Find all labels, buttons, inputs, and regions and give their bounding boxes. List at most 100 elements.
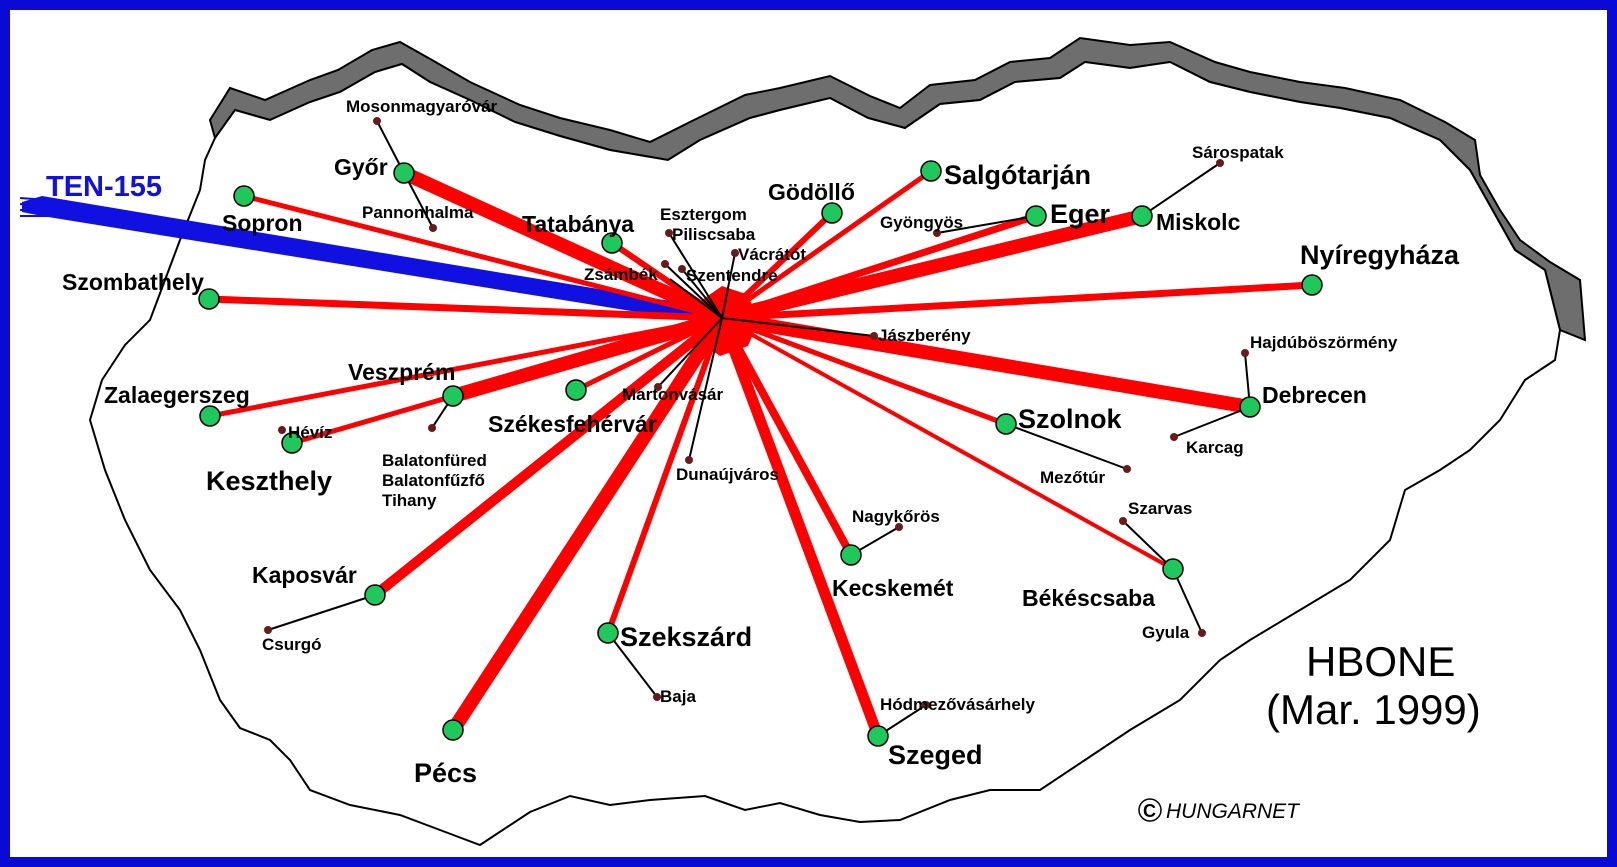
major-nodes <box>198 160 1323 747</box>
node-mosonmagyarovar <box>373 117 381 125</box>
node-veszprem <box>442 385 464 407</box>
label-csurgo: Csurgó <box>262 635 322 654</box>
link-keszthely <box>291 315 723 446</box>
label-balatonfuzfo: Balatonfűzfő <box>382 471 485 490</box>
label-mezotur: Mezőtúr <box>1040 468 1106 487</box>
node-miskolc <box>1131 205 1153 227</box>
label-gyor: Győr <box>334 154 388 180</box>
label-szarvas: Szarvas <box>1128 499 1192 518</box>
node-vacratot <box>731 249 739 257</box>
label-salgotarjan: Salgótarján <box>944 160 1091 190</box>
label-jaszbereny: Jászberény <box>878 326 971 345</box>
label-bekescsaba: Békéscsaba <box>1022 585 1155 611</box>
label-heviz: Hévíz <box>288 423 332 442</box>
link-szolnok <box>721 315 1007 427</box>
node-kecskemet <box>840 544 862 566</box>
node-szekesfehervar <box>565 379 587 401</box>
node-piliscsaba <box>665 229 673 237</box>
copyright-symbol: C <box>1143 801 1156 821</box>
node-sopron <box>233 185 255 207</box>
node-zalaegerszeg <box>199 405 221 427</box>
ten-155-link-fringe <box>19 197 49 217</box>
backbone-links <box>208 166 1313 738</box>
node-pecs <box>442 719 464 741</box>
link-zalaegerszeg <box>209 315 723 419</box>
node-debrecen <box>1239 396 1261 418</box>
label-balatonfured: Balatonfüred <box>382 451 487 470</box>
node-heviz <box>278 426 286 434</box>
node-bekescsaba <box>1162 558 1184 580</box>
label-baja: Baja <box>660 687 696 706</box>
node-hajduboszormeny <box>1241 349 1249 357</box>
label-eger: Eger <box>1050 199 1111 229</box>
label-keszthely: Keszthely <box>206 466 332 496</box>
copyright-icon <box>1138 798 1162 822</box>
ten-155-link <box>22 196 700 322</box>
node-nyiregyhaza <box>1301 274 1323 296</box>
label-hodmezovasarhely: Hódmezővásárhely <box>880 695 1035 714</box>
label-tatabanya: Tatabánya <box>522 211 634 237</box>
label-szeged: Szeged <box>888 740 983 770</box>
label-zsambek: Zsámbék <box>584 265 658 284</box>
label-dunaujvaros: Dunaújváros <box>676 465 779 484</box>
node-mezotur <box>1123 465 1131 473</box>
node-dunaujvaros <box>685 456 693 464</box>
label-szekszard: Szekszárd <box>620 622 752 652</box>
label-pecs: Pécs <box>414 758 477 788</box>
label-kecskemet: Kecskemét <box>832 575 954 601</box>
hbone-network-map: TEN-155 Mosonmagyaróvár Győr Pannonhalma… <box>19 36 1587 847</box>
node-szentendre <box>678 265 686 273</box>
node-kaposvar <box>364 584 386 606</box>
map-title-line1: HBONE <box>1306 638 1455 685</box>
label-gyula: Gyula <box>1142 623 1190 642</box>
node-balatonfured <box>428 424 436 432</box>
label-debrecen: Debrecen <box>1262 382 1367 408</box>
label-godollo: Gödöllő <box>768 179 855 205</box>
country-outline <box>88 60 1562 847</box>
label-tihany: Tihany <box>382 491 437 510</box>
node-jaszbereny <box>870 332 878 340</box>
link-szombathely <box>208 295 723 322</box>
label-szombathely: Szombathely <box>62 269 204 295</box>
map-frame: TEN-155 Mosonmagyaróvár Győr Pannonhalma… <box>10 10 1607 857</box>
link-gyor <box>401 166 725 325</box>
label-veszprem: Veszprém <box>348 359 455 385</box>
label-sopron: Sopron <box>222 210 303 236</box>
label-szekesfehervar: Székesfehérvár <box>488 411 657 437</box>
link-pecs <box>447 314 728 734</box>
label-zalaegerszeg: Zalaegerszeg <box>104 382 250 408</box>
node-hodmezovasarhely <box>922 701 930 709</box>
link-debrecen <box>720 311 1252 414</box>
label-kaposvar: Kaposvár <box>252 562 357 588</box>
link-szeged <box>716 316 884 738</box>
node-csurgo <box>264 626 272 634</box>
label-sarospatak: Sárospatak <box>1192 143 1284 162</box>
node-gyor <box>393 162 415 184</box>
node-gyula <box>1198 629 1206 637</box>
node-salgotarjan <box>920 160 942 182</box>
label-piliscsaba: Piliscsaba <box>672 225 756 244</box>
node-szeged <box>867 725 889 747</box>
label-gyongyos: Gyöngyös <box>880 213 963 232</box>
label-nagykoros: Nagykőrös <box>852 507 940 526</box>
node-martonvasar <box>654 383 662 391</box>
label-hajduboszormeny: Hajdúböszörmény <box>1250 333 1398 352</box>
node-baja <box>653 693 661 701</box>
link-bekescsaba <box>721 316 1174 571</box>
link-nyiregyhaza <box>721 281 1313 322</box>
node-zsambek <box>661 260 669 268</box>
label-miskolc: Miskolc <box>1156 209 1241 235</box>
label-martonvasar: Martonvásár <box>622 385 723 404</box>
node-nagykoros <box>895 523 903 531</box>
node-sarospatak <box>1216 159 1224 167</box>
node-szekszard <box>597 622 619 644</box>
minor-nodes <box>264 117 1249 709</box>
label-nyiregyhaza: Nyíregyháza <box>1300 240 1460 270</box>
link-miskolc <box>720 209 1144 325</box>
node-keszthely <box>281 432 303 454</box>
node-szombathely <box>198 288 220 310</box>
node-tatabanya <box>601 232 623 254</box>
link-sopron <box>243 193 723 321</box>
label-szentendre: Szentendre <box>686 266 778 285</box>
node-gyongyos <box>933 229 941 237</box>
